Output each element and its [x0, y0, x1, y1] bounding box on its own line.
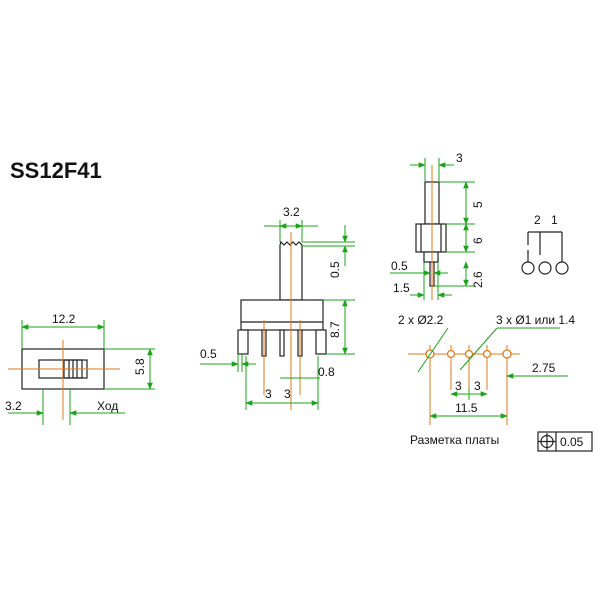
pin-hole-2: [464, 349, 474, 359]
dim-end-width-label: 3: [456, 151, 463, 165]
pcb-pitch-right-label: 3: [474, 379, 481, 393]
dim-pitch-right-label: 3: [284, 387, 291, 401]
dim-body-height-label: 8.7: [328, 321, 342, 338]
mounting-holes-label: 2 x Ø2.2: [398, 313, 444, 327]
side-view: 3.2 0.5 8.7 0.5 0.8 3 3: [200, 205, 355, 410]
end-view: 3 5 6 2.6 0.5 1.5: [390, 151, 485, 300]
side-leg-left: [237, 329, 249, 355]
dim-pin-thickness-label: 0.8: [318, 365, 335, 379]
dim-pin-width-label: 0.5: [200, 347, 217, 361]
front-view: 12.2 5.8 3.2 Ход: [5, 312, 155, 425]
pin-hole-3: [482, 349, 492, 359]
pin-holes-label: 3 x Ø1 или 1.4: [496, 313, 575, 327]
dim-actuator-width-label: 3.2: [283, 205, 300, 219]
dim-end-height-mid-label: 6: [471, 237, 485, 244]
pcb-pitch-left-label: 3: [455, 379, 462, 393]
contact-2: [538, 261, 552, 275]
dim-end-pin-offset-label: 1.5: [393, 281, 410, 295]
side-leg-right: [315, 329, 327, 355]
dim-travel-label: Ход: [97, 399, 118, 413]
pcb-caption: Разметка платы: [410, 433, 499, 447]
pcb-layout: 2 x Ø2.2 3 x Ø1 или 1.4 3 3 11.5 2.75 Ра…: [398, 313, 593, 452]
pcb-offset-label: 2.75: [532, 361, 556, 375]
dim-end-pin-width-label: 0.5: [391, 259, 408, 273]
dim-front-height-label: 5.8: [133, 358, 147, 375]
dim-pitch-left-label: 3: [265, 387, 272, 401]
switch-schematic: 2 1: [521, 213, 569, 275]
schematic-label-1: 1: [551, 213, 558, 227]
dim-actuator-height-label: 0.5: [328, 261, 342, 278]
mounting-hole-right: [502, 349, 512, 359]
part-title: SS12F41: [10, 158, 102, 183]
contact-3: [555, 261, 569, 275]
tolerance-value: 0.05: [560, 435, 584, 449]
dim-front-offset-label: 3.2: [5, 399, 22, 413]
dim-end-pin-length-label: 2.6: [471, 271, 485, 288]
side-body: [240, 299, 324, 331]
pcb-span-label: 11.5: [455, 401, 478, 415]
dim-end-height-top-label: 5: [471, 201, 485, 208]
dim-front-width-label: 12.2: [52, 312, 76, 326]
contact-1: [521, 261, 535, 275]
side-pin-2: [279, 329, 285, 357]
pin-hole-1: [446, 349, 456, 359]
schematic-label-2: 2: [534, 213, 541, 227]
